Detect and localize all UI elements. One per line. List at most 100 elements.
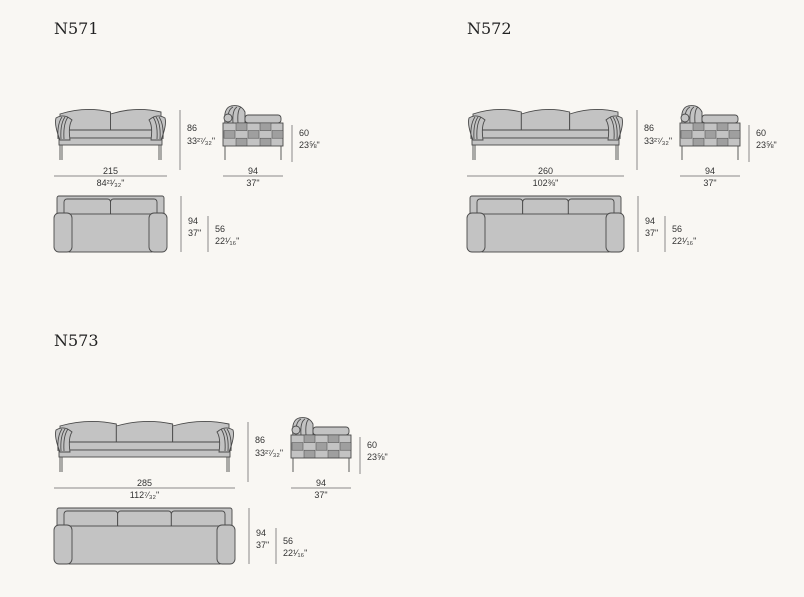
armrest-strap <box>473 116 479 140</box>
depth-cm: 94 <box>645 216 655 226</box>
width-cm: 260 <box>538 166 553 176</box>
right-arm-top <box>605 212 625 253</box>
arm-height-in: 23⅝" <box>299 140 320 150</box>
woven-strap <box>315 442 328 451</box>
woven-strap <box>716 137 729 147</box>
backrest-strap <box>300 418 306 436</box>
depth-in: 37" <box>188 228 201 238</box>
back-cushion-top <box>170 510 226 529</box>
height-in: 33²⁷⁄₃₂" <box>187 136 215 146</box>
height-cm: 86 <box>187 123 197 133</box>
depth-in: 37" <box>314 490 327 500</box>
back-cushion <box>172 421 230 447</box>
seat-cushion <box>312 426 350 436</box>
seat-frame <box>58 137 163 146</box>
backrest-strap <box>237 106 242 124</box>
depth-cm: 94 <box>188 216 198 226</box>
back-cushion <box>59 421 117 447</box>
arm-height-in: 23⅝" <box>756 140 777 150</box>
armrest-strap <box>63 428 69 452</box>
seat-cushion <box>57 129 164 139</box>
woven-strap <box>692 137 705 147</box>
back-cushion-top <box>476 198 524 217</box>
armrest-strap <box>60 428 66 452</box>
height-cm: 86 <box>644 123 654 133</box>
seat-cushion <box>470 129 621 139</box>
depth-in: 37" <box>246 178 259 188</box>
left-arm-top <box>53 212 73 253</box>
arm-height-in: 23⅝" <box>367 452 388 462</box>
seat-frame <box>58 449 231 458</box>
width-cm: 215 <box>103 166 118 176</box>
height-cm: 86 <box>255 435 265 445</box>
seat-depth-in: 22¹⁄₁₆" <box>283 548 307 558</box>
armrest-strap <box>60 116 66 140</box>
model-title: N571 <box>54 19 99 38</box>
backrest-strap <box>689 106 695 124</box>
armrest-strap <box>220 428 226 452</box>
bolster <box>223 113 233 123</box>
woven-strap <box>339 442 352 451</box>
backrest-strap <box>694 106 699 124</box>
back-cushion-top <box>63 510 119 529</box>
bolster <box>680 113 690 123</box>
woven-strap <box>704 130 717 139</box>
model-title: N573 <box>54 331 99 350</box>
seat-depth-cm: 56 <box>283 536 293 546</box>
armrest-strap <box>63 116 69 140</box>
woven-strap <box>327 449 340 459</box>
back-cushion-top <box>110 198 158 217</box>
woven-strap <box>259 122 272 131</box>
armrest-strap <box>152 116 158 140</box>
left-arm-top <box>53 524 73 565</box>
model-n572: N5728633²⁷⁄₃₂"260102⅜"6023⅝"9437"9437"56… <box>466 19 777 253</box>
depth-in: 37" <box>703 178 716 188</box>
bolster <box>291 425 301 435</box>
back-cushion <box>569 109 619 135</box>
width-in: 84²¹⁄₃₂" <box>97 178 125 188</box>
back-cushion-top <box>522 198 569 217</box>
right-arm-top <box>148 212 168 253</box>
back-cushion <box>115 421 174 447</box>
woven-strap <box>235 137 248 147</box>
model-n573: N5738633²⁷⁄₃₂"285112⁷⁄₃₂"6023⅝"9437"9437… <box>53 331 388 565</box>
height-in: 33²⁷⁄₃₂" <box>255 448 283 458</box>
armrest-strap <box>612 116 618 140</box>
seat-frame <box>471 137 620 146</box>
woven-strap <box>235 122 248 131</box>
armrest-strap <box>470 116 476 140</box>
armrest-strap <box>57 116 63 140</box>
width-in: 112⁷⁄₃₂" <box>130 490 159 500</box>
seat-top <box>481 213 610 253</box>
width-cm: 285 <box>137 478 152 488</box>
armrest-strap <box>226 428 232 452</box>
armrest-strap <box>223 428 229 452</box>
arm-height-cm: 60 <box>299 128 309 138</box>
back-cushion <box>472 109 522 135</box>
seat-top <box>68 213 153 253</box>
woven-strap <box>259 137 272 147</box>
armrest-strap <box>158 116 164 140</box>
depth-cm: 94 <box>705 166 715 176</box>
woven-strap <box>716 122 729 131</box>
woven-strap <box>223 130 236 139</box>
backrest-strap <box>305 418 310 436</box>
armrest-strap <box>615 116 621 140</box>
woven-strap <box>692 122 705 131</box>
arm-height-cm: 60 <box>756 128 766 138</box>
depth-cm: 94 <box>316 478 326 488</box>
depth-in: 37" <box>645 228 658 238</box>
height-in: 33²⁷⁄₃₂" <box>644 136 672 146</box>
back-cushion-top <box>117 510 172 529</box>
backrest-strap <box>232 106 238 124</box>
seat-depth-in: 22¹⁄₁₆" <box>672 236 696 246</box>
back-cushion-top <box>567 198 615 217</box>
back-cushion <box>110 109 162 135</box>
depth-cm: 94 <box>256 528 266 538</box>
front-view: 86 33²⁷⁄₃₂" 285 112⁷⁄₃₂" <box>54 421 283 500</box>
